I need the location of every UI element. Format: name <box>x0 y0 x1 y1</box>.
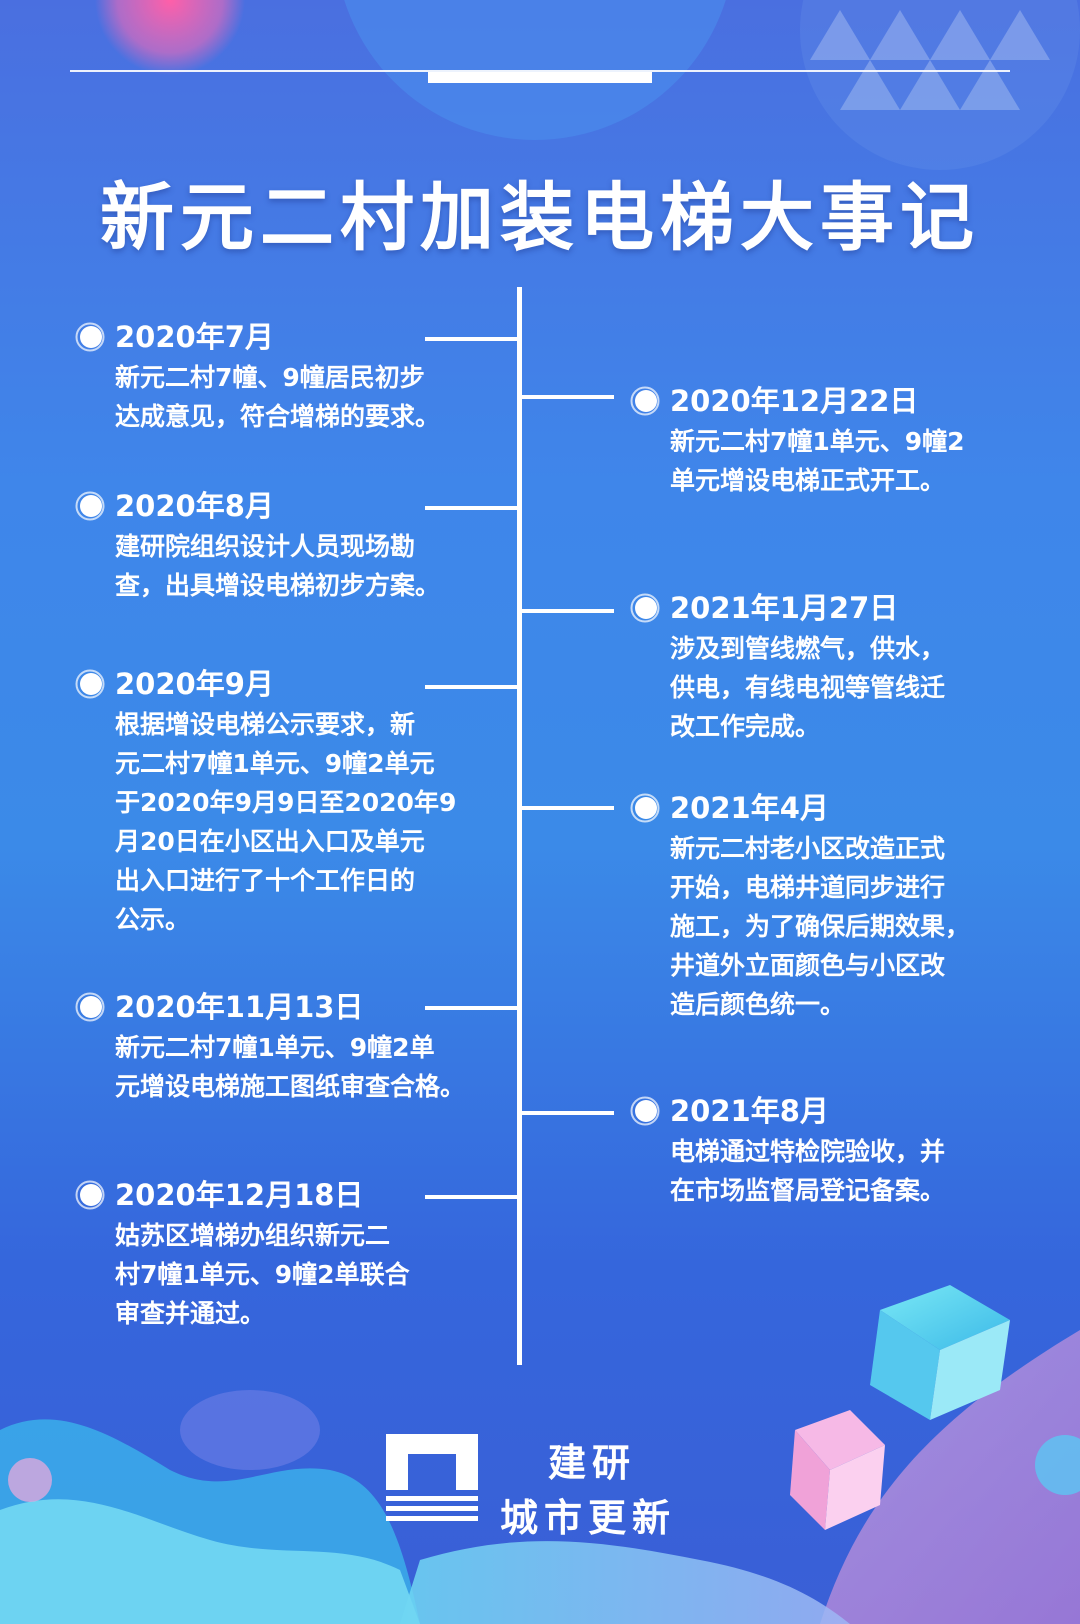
event-line: 造后颜色统一。 <box>670 990 846 1019</box>
event-line: 新元二村老小区改造正式 <box>670 834 946 863</box>
timeline-branch <box>522 1111 614 1115</box>
event-description: 建研院组织设计人员现场勘 查，出具增设电梯初步方案。 <box>75 527 440 605</box>
timeline-branch <box>522 609 614 613</box>
event-line: 公示。 <box>115 905 191 934</box>
bullet-icon <box>630 593 660 623</box>
event-date: 2020年7月 <box>75 320 440 354</box>
bullet-icon <box>75 491 105 521</box>
top-divider-line <box>70 70 1010 72</box>
event-line: 村7幢1单元、9幢2单联合 <box>115 1260 410 1289</box>
event-line: 供电，有线电视等管线迁 <box>670 673 946 702</box>
event-line: 出入口进行了十个工作日的 <box>115 866 416 895</box>
event-line: 涉及到管线燃气，供水， <box>670 634 946 663</box>
timeline-event: 2020年7月 新元二村7幢、9幢居民初步 达成意见，符合增梯的要求。 <box>75 320 440 436</box>
timeline-event: 2020年12月18日 姑苏区增梯办组织新元二 村7幢1单元、9幢2单联合 审查… <box>75 1178 410 1333</box>
event-date-text: 2021年1月27日 <box>670 591 899 625</box>
timeline-event: 2020年9月 根据增设电梯公示要求，新 元二村7幢1单元、9幢2单元 于202… <box>75 667 456 939</box>
event-description: 根据增设电梯公示要求，新 元二村7幢1单元、9幢2单元 于2020年9月9日至2… <box>75 705 456 939</box>
event-line: 姑苏区增梯办组织新元二 <box>115 1221 391 1250</box>
event-description: 涉及到管线燃气，供水， 供电，有线电视等管线迁 改工作完成。 <box>630 629 945 746</box>
bullet-icon <box>630 1096 660 1126</box>
event-line: 元二村7幢1单元、9幢2单元 <box>115 749 435 778</box>
timeline-event: 2021年8月 电梯通过特检院验收，并 在市场监督局登记备案。 <box>630 1094 945 1210</box>
event-line: 查，出具增设电梯初步方案。 <box>115 571 441 600</box>
event-line: 新元二村7幢1单元、9幢2单 <box>115 1033 435 1062</box>
event-description: 电梯通过特检院验收，并 在市场监督局登记备案。 <box>630 1132 945 1210</box>
logo-icon <box>386 1434 478 1521</box>
event-line: 井道外立面颜色与小区改 <box>670 951 946 980</box>
timeline-branch <box>425 337 517 341</box>
event-description: 新元二村老小区改造正式 开始，电梯井道同步进行 施工，为了确保后期效果， 井道外… <box>630 829 970 1024</box>
bullet-icon <box>75 992 105 1022</box>
event-date: 2020年12月18日 <box>75 1178 410 1212</box>
event-line: 改工作完成。 <box>670 712 821 741</box>
event-date: 2020年12月22日 <box>630 384 965 418</box>
timeline-branch <box>425 1195 517 1199</box>
event-date-text: 2020年12月22日 <box>670 384 919 418</box>
brand-name-line1: 建研 <box>548 1441 637 1485</box>
event-date: 2021年4月 <box>630 791 970 825</box>
event-line: 月20日在小区出入口及单元 <box>115 827 425 856</box>
event-line: 元增设电梯施工图纸审查合格。 <box>115 1072 466 1101</box>
event-line: 审查并通过。 <box>115 1299 266 1328</box>
event-line: 开始，电梯井道同步进行 <box>670 873 946 902</box>
event-description: 姑苏区增梯办组织新元二 村7幢1单元、9幢2单联合 审查并通过。 <box>75 1216 410 1333</box>
timeline-spine <box>517 287 522 1365</box>
bullet-icon <box>75 322 105 352</box>
brand-name-line2: 城市更新 <box>500 1496 677 1540</box>
timeline-event: 2020年8月 建研院组织设计人员现场勘 查，出具增设电梯初步方案。 <box>75 489 440 605</box>
event-date-text: 2020年8月 <box>115 489 274 523</box>
timeline-event: 2021年1月27日 涉及到管线燃气，供水， 供电，有线电视等管线迁 改工作完成… <box>630 591 945 746</box>
event-date-text: 2020年9月 <box>115 667 274 701</box>
timeline-branch <box>425 1006 517 1010</box>
top-accent-bar <box>428 72 652 83</box>
event-date-text: 2020年11月13日 <box>115 990 364 1024</box>
event-line: 新元二村7幢、9幢居民初步 <box>115 363 425 392</box>
event-line: 根据增设电梯公示要求，新 <box>115 710 416 739</box>
event-description: 新元二村7幢1单元、9幢2单 元增设电梯施工图纸审查合格。 <box>75 1028 465 1106</box>
event-date: 2021年1月27日 <box>630 591 945 625</box>
timeline-event: 2021年4月 新元二村老小区改造正式 开始，电梯井道同步进行 施工，为了确保后… <box>630 791 970 1024</box>
timeline-branch <box>522 806 614 810</box>
bullet-icon <box>630 386 660 416</box>
event-line: 达成意见，符合增梯的要求。 <box>115 402 441 431</box>
event-line: 电梯通过特检院验收，并 <box>670 1137 946 1166</box>
event-line: 新元二村7幢1单元、9幢2 <box>670 427 965 456</box>
event-date-text: 2021年4月 <box>670 791 829 825</box>
bullet-icon <box>75 1180 105 1210</box>
event-date: 2020年8月 <box>75 489 440 523</box>
event-date-text: 2021年8月 <box>670 1094 829 1128</box>
event-line: 单元增设电梯正式开工。 <box>670 466 946 495</box>
bullet-icon <box>75 669 105 699</box>
poster-title: 新元二村加装电梯大事记 <box>100 175 980 261</box>
event-date-text: 2020年12月18日 <box>115 1178 364 1212</box>
event-line: 在市场监督局登记备案。 <box>670 1176 946 1205</box>
event-date: 2021年8月 <box>630 1094 945 1128</box>
event-date-text: 2020年7月 <box>115 320 274 354</box>
event-description: 新元二村7幢、9幢居民初步 达成意见，符合增梯的要求。 <box>75 358 440 436</box>
timeline-event: 2020年11月13日 新元二村7幢1单元、9幢2单 元增设电梯施工图纸审查合格… <box>75 990 465 1106</box>
timeline-branch <box>425 685 517 689</box>
event-line: 施工，为了确保后期效果， <box>670 912 971 941</box>
event-date: 2020年9月 <box>75 667 456 701</box>
event-line: 于2020年9月9日至2020年9 <box>115 788 457 817</box>
timeline-branch <box>522 395 614 399</box>
timeline-branch <box>425 506 517 510</box>
event-description: 新元二村7幢1单元、9幢2 单元增设电梯正式开工。 <box>630 422 965 500</box>
timeline-event: 2020年12月22日 新元二村7幢1单元、9幢2 单元增设电梯正式开工。 <box>630 384 965 500</box>
event-line: 建研院组织设计人员现场勘 <box>115 532 416 561</box>
event-date: 2020年11月13日 <box>75 990 465 1024</box>
bullet-icon <box>630 793 660 823</box>
